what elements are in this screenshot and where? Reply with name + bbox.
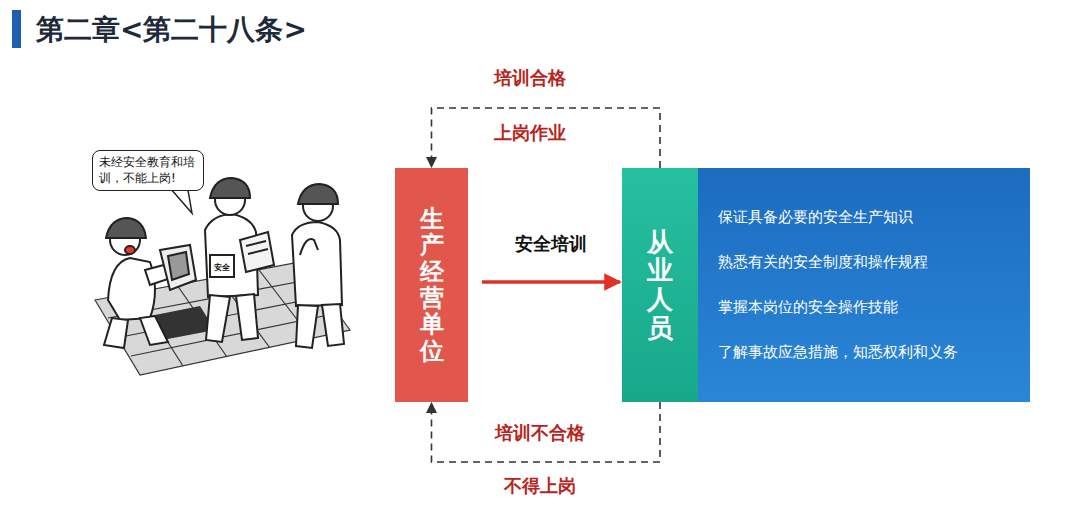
edge-label: 培训不合格 bbox=[492, 421, 588, 445]
node-text: 掌握本岗位的安全操作技能 bbox=[718, 298, 1018, 318]
node-text: 未经安全教育和培训，不能上岗! bbox=[99, 155, 197, 186]
edge-label: 培训合格 bbox=[491, 66, 569, 90]
title: 第二章<第二十八条> bbox=[36, 11, 307, 49]
flow-note: 上岗作业 bbox=[492, 121, 568, 145]
worker-figure bbox=[104, 218, 196, 348]
armband-text: 安全 bbox=[212, 262, 232, 273]
flow-note: 不得上岗 bbox=[502, 474, 578, 498]
bubble-tail bbox=[172, 190, 192, 213]
dashed-flow-arrow bbox=[432, 108, 661, 168]
unit-box: 生产经营单位 bbox=[395, 168, 468, 402]
node-text: 保证具备必要的安全生产知识 bbox=[718, 208, 1018, 228]
worker-figure bbox=[205, 178, 274, 342]
dashed-flow-arrow bbox=[432, 402, 661, 462]
worker-box: 从业人员 bbox=[622, 168, 698, 402]
speech-bubble: 未经安全教育和培训，不能上岗! bbox=[92, 150, 204, 191]
vertical-label: 生产经营单位 bbox=[420, 206, 444, 364]
worker-figure bbox=[292, 184, 344, 348]
flow-arrow bbox=[482, 280, 620, 284]
node-text: 熟悉有关的安全制度和操作规程 bbox=[718, 253, 1018, 273]
title-bar bbox=[12, 10, 21, 48]
vertical-label: 从业人员 bbox=[647, 228, 673, 342]
edge-label: 安全培训 bbox=[512, 232, 590, 256]
requirement-panel: 保证具备必要的安全生产知识熟悉有关的安全制度和操作规程掌握本岗位的安全操作技能了… bbox=[698, 168, 1030, 402]
node-text: 了解事故应急措施，知悉权利和义务 bbox=[718, 343, 1018, 363]
